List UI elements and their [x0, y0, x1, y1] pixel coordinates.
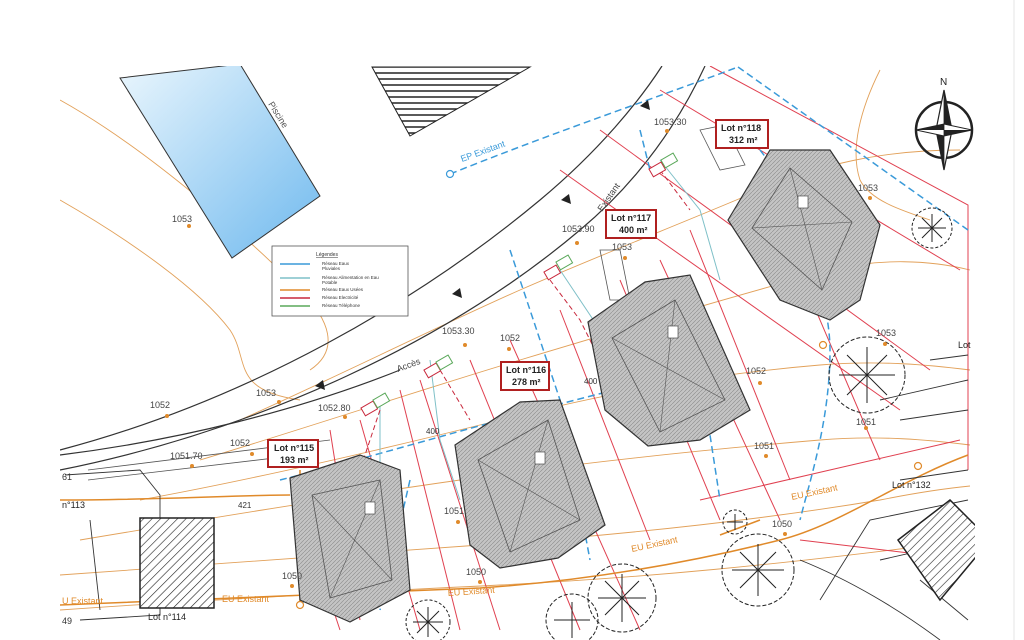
tree-icon	[405, 599, 451, 640]
legend-item: Réseau Eaux Usées	[280, 287, 364, 292]
elevation-label: 1051.70	[170, 451, 203, 461]
misc-labels: 400 400 421 49 61	[62, 377, 598, 626]
legend-item: Réseau Electricité	[280, 295, 359, 300]
dimension-label: 400	[426, 427, 440, 436]
svg-text:278 m²: 278 m²	[512, 377, 541, 387]
section-markers	[315, 100, 650, 390]
svg-text:312 m²: 312 m²	[729, 135, 758, 145]
tree-icon	[721, 533, 795, 607]
eu-existant-label: EU Existant	[447, 585, 495, 598]
elevation-label: 1050	[282, 571, 302, 581]
frame-top	[0, 0, 1024, 66]
tree-icon	[545, 593, 599, 640]
house-footprint	[727, 149, 881, 321]
legend-title: Légendes	[316, 252, 338, 258]
svg-text:Lot n°115: Lot n°115	[274, 443, 314, 453]
lot-right-label: Lot	[958, 340, 971, 350]
lot-114-label: Lot n°114	[148, 612, 186, 622]
legend-item: Réseau Eaux Pluviales	[280, 261, 350, 271]
svg-text:Réseau Eaux Usées: Réseau Eaux Usées	[322, 287, 364, 292]
svg-text:Lot n°117: Lot n°117	[611, 213, 651, 223]
elevation-label: 1052.80	[318, 403, 351, 413]
elevation-label: 1053.30	[442, 326, 475, 336]
lot-label-118: Lot n°118 312 m²	[715, 119, 769, 149]
utility-boxes	[360, 152, 679, 417]
svg-text:Pluviales: Pluviales	[322, 266, 341, 271]
elevation-label: 1052	[150, 400, 170, 410]
neighbor-house-114	[139, 517, 215, 609]
house-footprints	[289, 149, 881, 623]
legend-item: Réseau Alimentation en Eau Potable	[280, 275, 379, 285]
elevation-label: 1050	[772, 519, 792, 529]
legend-item: Réseau Téléphone	[280, 303, 360, 308]
elevation-points	[165, 129, 887, 588]
svg-text:Potable: Potable	[322, 280, 338, 285]
lot-113-label: n°113	[62, 500, 85, 510]
dimension-label: 421	[238, 501, 252, 510]
svg-text:Réseau Eaux: Réseau Eaux	[322, 261, 350, 266]
svg-text:400 m²: 400 m²	[619, 225, 648, 235]
legend: Légendes Réseau Eaux Pluviales Réseau Al…	[271, 245, 409, 317]
elevation-labels: 1053 1053.30 1053.90 1053 1053.30 1053 1…	[150, 117, 896, 581]
elevation-label: 1053	[876, 328, 896, 338]
house-lot-118	[727, 149, 881, 321]
elevation-label: 1051	[444, 506, 464, 516]
lot-132-label: Lot n°132	[892, 480, 931, 490]
north-label: N	[940, 77, 947, 88]
elevation-label: 1053.90	[562, 224, 595, 234]
elevation-label: 1053	[612, 242, 632, 252]
neighbor-lot-labels: Lot n°132 Lot n°114 n°113 Lot	[62, 340, 971, 622]
tree-icon	[722, 509, 748, 535]
house-lot-115	[289, 454, 411, 623]
svg-text:Lot n°116: Lot n°116	[506, 365, 546, 375]
elevation-label: 1052	[746, 366, 766, 376]
elevation-label: 1053.30	[654, 117, 687, 127]
elevation-label: 1053	[256, 388, 276, 398]
svg-text:Réseau Alimentation en Eau: Réseau Alimentation en Eau	[322, 275, 379, 280]
tree-icon	[911, 207, 953, 249]
house-lot-117	[587, 274, 751, 447]
svg-text:193 m²: 193 m²	[280, 455, 309, 465]
lot-labels: Lot n°115 193 m² Lot n°116 278 m² Lot n°…	[267, 119, 769, 468]
frame-right	[975, 0, 1024, 640]
eu-existant-label: U Existant	[62, 596, 104, 606]
elevation-label: 1053	[172, 214, 192, 224]
access-road	[59, 65, 706, 471]
eu-existant-label: EU Existant	[222, 594, 270, 604]
frame-left	[0, 0, 60, 640]
dimension-label: 49	[62, 616, 72, 626]
elevation-label: 1051	[856, 417, 876, 427]
house-lot-116	[454, 399, 606, 569]
lot-label-116: Lot n°116 278 m²	[500, 361, 550, 391]
house-footprint	[587, 274, 751, 447]
elevation-label: 1050	[466, 567, 486, 577]
svg-text:Réseau Téléphone: Réseau Téléphone	[322, 303, 360, 308]
tree-icon	[828, 336, 906, 414]
trees	[405, 207, 953, 640]
lot-label-115: Lot n°115 193 m²	[267, 439, 319, 468]
storm-node	[445, 169, 455, 179]
house-footprint	[289, 454, 411, 623]
dimension-label: 61	[62, 472, 72, 482]
north-arrow-icon: N	[914, 77, 974, 171]
dimension-label: 400	[584, 377, 598, 386]
striped-structure	[371, 66, 532, 137]
elevation-label: 1053	[858, 183, 878, 193]
elevation-label: 1051	[754, 441, 774, 451]
svg-text:Lot n°118: Lot n°118	[721, 123, 761, 133]
pool-shape	[119, 63, 321, 259]
legend-frame	[271, 245, 409, 317]
elevation-label: 1052	[230, 438, 250, 448]
tree-icon	[587, 563, 657, 633]
lot-label-117: Lot n°117 400 m²	[605, 209, 657, 239]
svg-text:Réseau Electricité: Réseau Electricité	[322, 295, 359, 300]
waste-water-nodes	[295, 340, 923, 610]
elevation-label: 1052	[500, 333, 520, 343]
